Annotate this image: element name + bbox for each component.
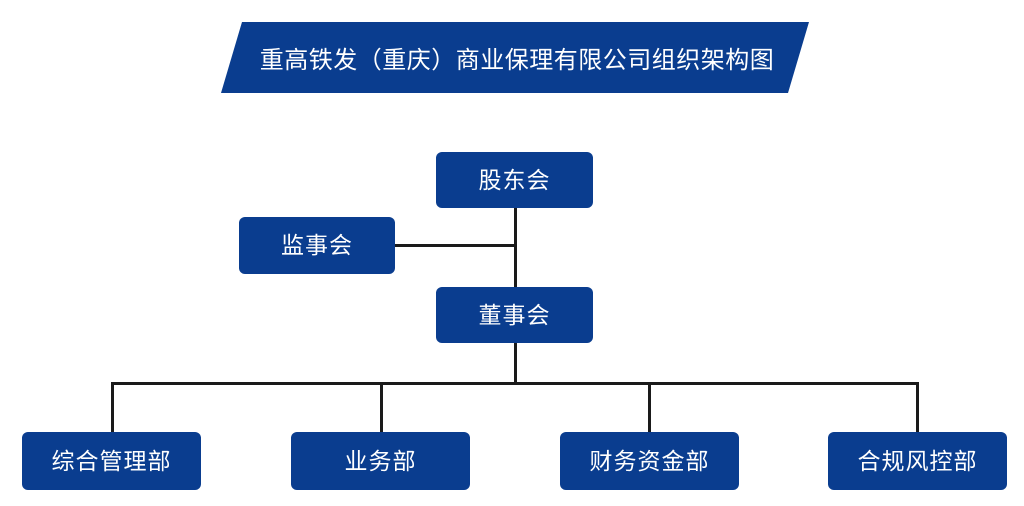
org-node-directors[interactable]: 董事会 (436, 287, 593, 343)
connector-drop-department-2 (380, 382, 383, 433)
org-node-directors-label: 董事会 (478, 301, 551, 328)
connector-drop-department-3 (648, 382, 651, 433)
connector-department-bus (111, 382, 919, 385)
org-node-supervisors[interactable]: 监事会 (239, 217, 395, 274)
page-title: 重高铁发（重庆）商业保理有限公司组织架构图 (259, 47, 775, 74)
connector-directors-to-bus (514, 342, 517, 385)
org-node-supervisors-label: 监事会 (281, 232, 353, 258)
org-node-department-finance[interactable]: 财务资金部 (560, 432, 739, 490)
connector-drop-department-4 (916, 382, 919, 433)
banner-parallelogram-shape (221, 22, 809, 93)
org-node-shareholders-label: 股东会 (478, 166, 551, 193)
org-node-department-compliance[interactable]: 合规风控部 (828, 432, 1007, 490)
connector-shareholders-to-directors (514, 207, 517, 288)
connector-supervisors-to-trunk (394, 244, 515, 247)
org-node-shareholders[interactable]: 股东会 (436, 152, 593, 208)
org-node-department-general-admin-label: 综合管理部 (51, 447, 172, 474)
org-node-department-business[interactable]: 业务部 (291, 432, 470, 490)
org-node-department-finance-label: 财务资金部 (589, 447, 710, 474)
org-node-department-business-label: 业务部 (344, 447, 417, 474)
connector-drop-department-1 (111, 382, 114, 433)
org-node-department-general-admin[interactable]: 综合管理部 (22, 432, 201, 490)
org-node-department-compliance-label: 合规风控部 (857, 447, 978, 474)
chart-title-banner: 重高铁发（重庆）商业保理有限公司组织架构图 (221, 22, 809, 93)
